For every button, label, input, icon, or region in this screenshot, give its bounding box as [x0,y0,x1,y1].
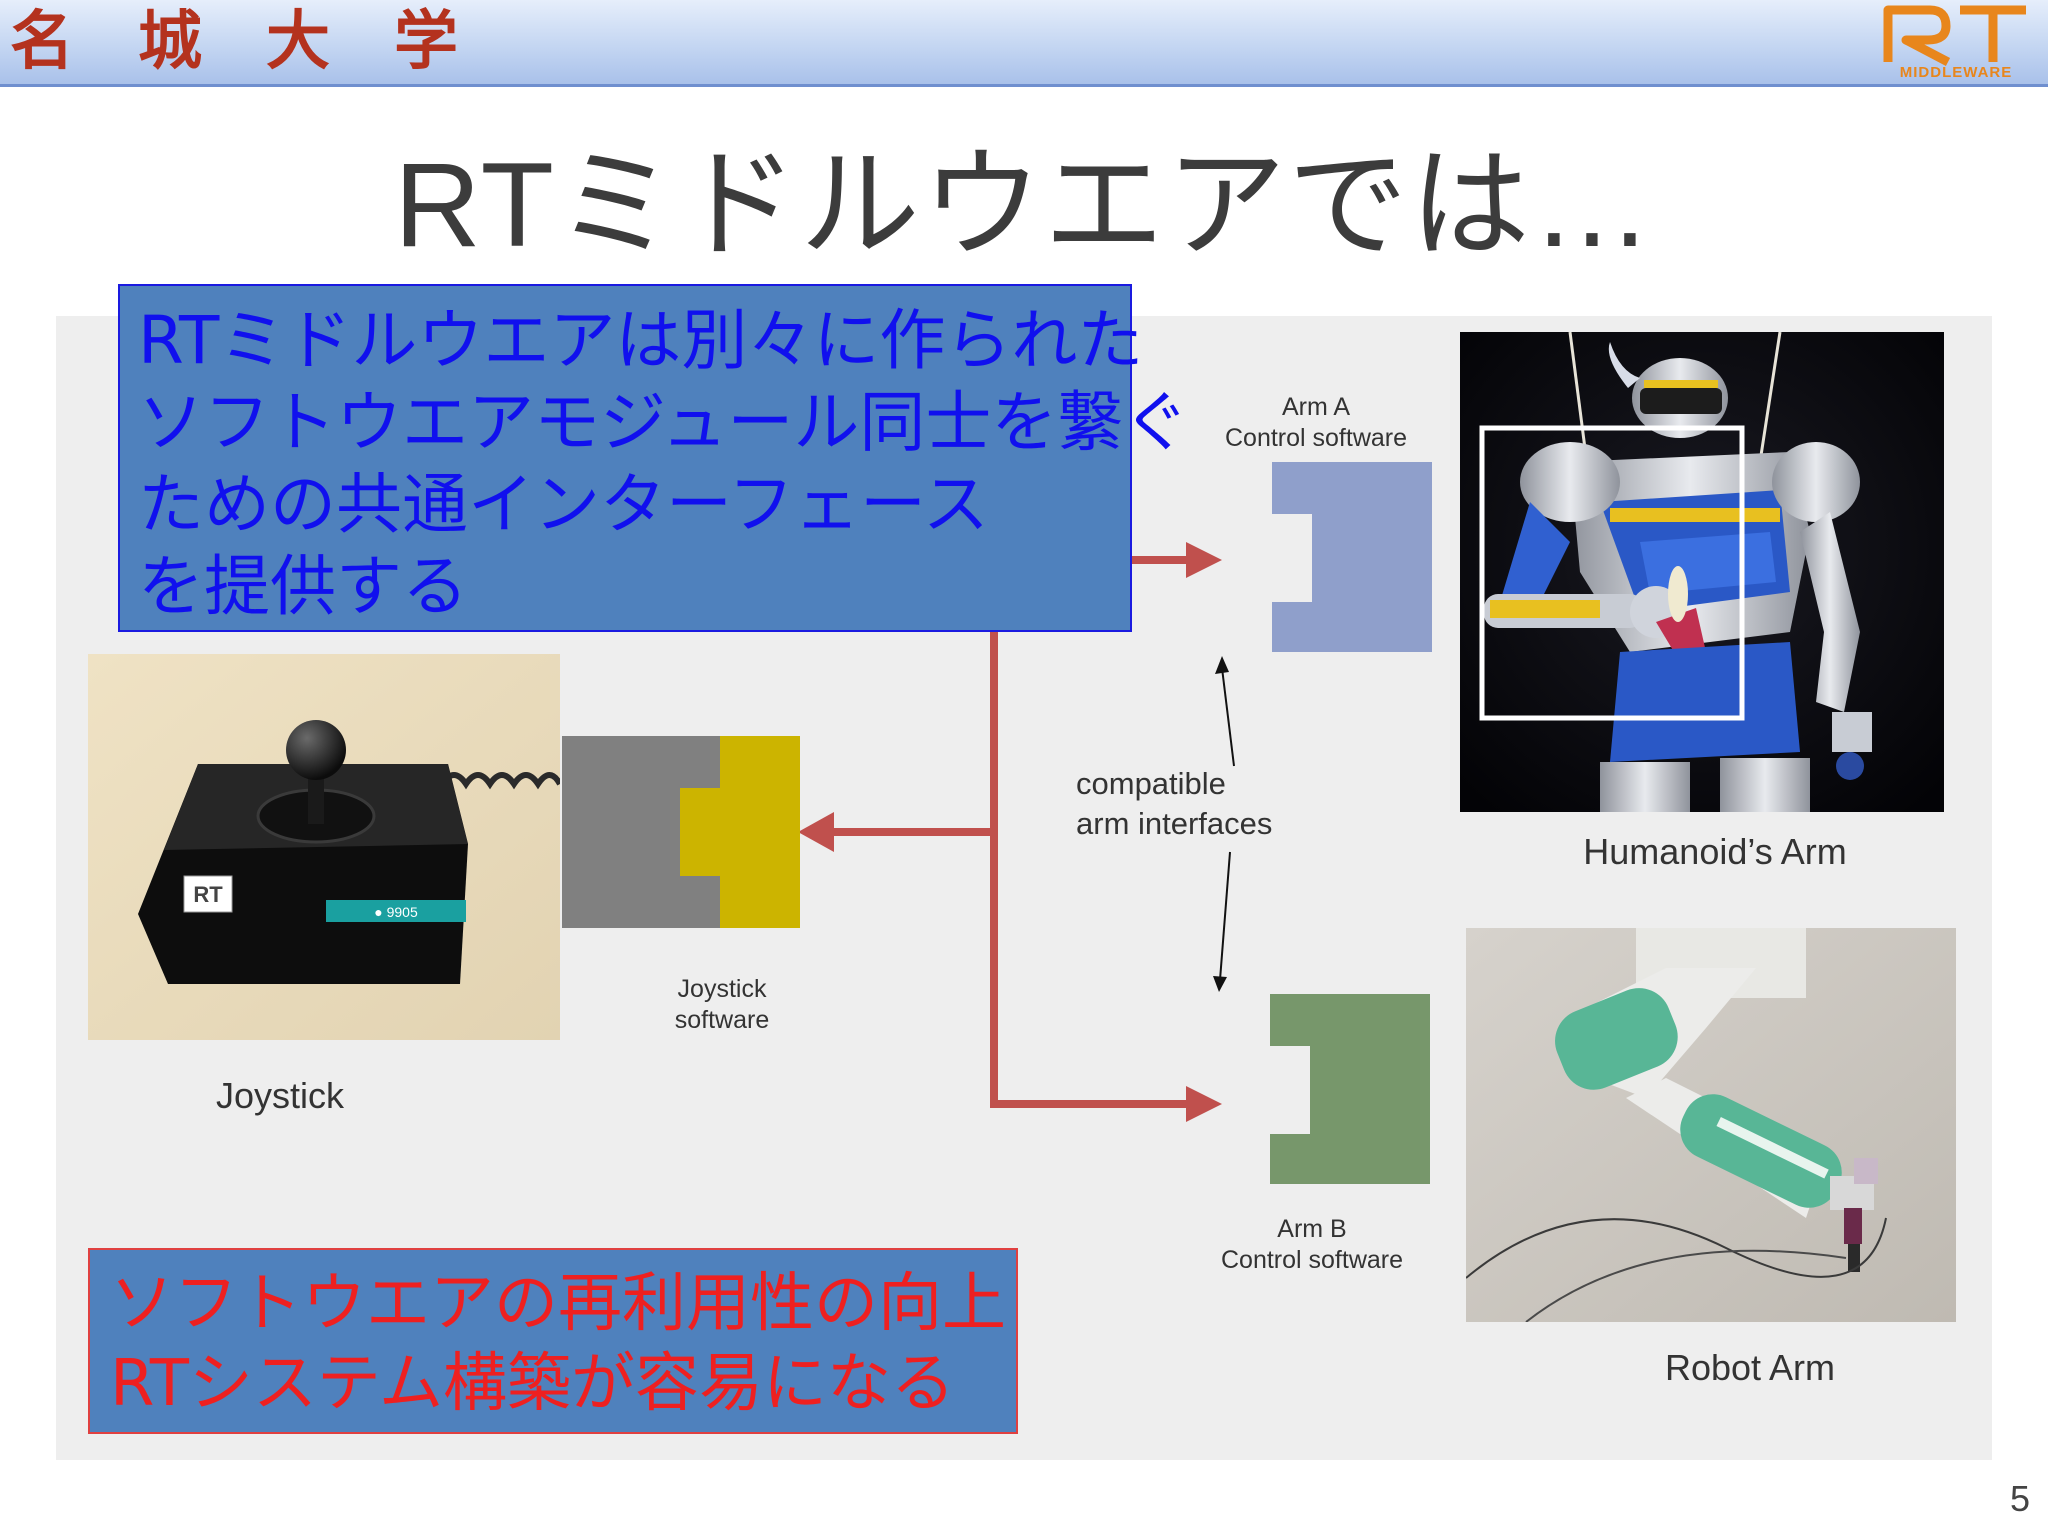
university-char: 大 [266,4,330,79]
slide-title: RTミドルウエアでは… [394,138,1654,272]
humanoid-arm-caption: Humanoid’s Arm [1583,831,1847,872]
header-band: 名 城 大 学 MIDDLEWARE [0,0,2048,87]
joystick-software-label: Joystick software [674,975,770,1034]
compatibility-arrow [1213,656,1235,992]
joystick-photo: RT ● 9905 [88,654,560,1040]
university-char: 城 [138,4,202,79]
rt-middleware-description-callout: RTミドルウエアは別々に作られた ソフトウエアモジュール同士を繋ぐ ための共通イ… [118,284,1189,632]
joystick-badge-text: RT [193,882,223,907]
joystick-yellow-block [680,736,800,928]
robot-arm-photo [1466,928,1956,1322]
arrow-head-arm-a [1186,542,1222,578]
university-char: 名 [10,4,74,79]
page-number: 5 [2009,1478,2030,1519]
humanoid-robot-illustration [1460,332,1944,812]
rt-logo-icon [1883,5,2026,66]
university-logo: 名 城 大 学 [10,4,480,80]
joystick-sticker-text: ● 9905 [374,904,418,920]
arm-b-software-block [1270,994,1430,1184]
arrow-head-joystick [798,812,834,852]
joystick-caption: Joystick [215,1075,345,1116]
benefits-callout: ソフトウエアの再利用性の向上 RTシステム構築が容易になる [88,1248,1018,1434]
rt-logo-subtext: MIDDLEWARE [1899,64,2013,81]
robot-arm-caption: Robot Arm [1664,1347,1836,1388]
arm-a-label: Arm A Control software [1224,393,1408,452]
joystick-illustration: RT ● 9905 [88,654,560,1040]
humanoid-photo [1460,332,1944,812]
arm-a-software-block [1272,462,1432,652]
compatible-interfaces-label: compatible arm interfaces [1076,766,1273,841]
rt-middleware-logo: MIDDLEWARE [1868,2,2038,82]
robot-arm-illustration [1466,928,1956,1322]
arrow-head-arm-b [1186,1086,1222,1122]
university-char: 学 [394,4,458,79]
arm-b-label: Arm B Control software [1220,1215,1404,1274]
